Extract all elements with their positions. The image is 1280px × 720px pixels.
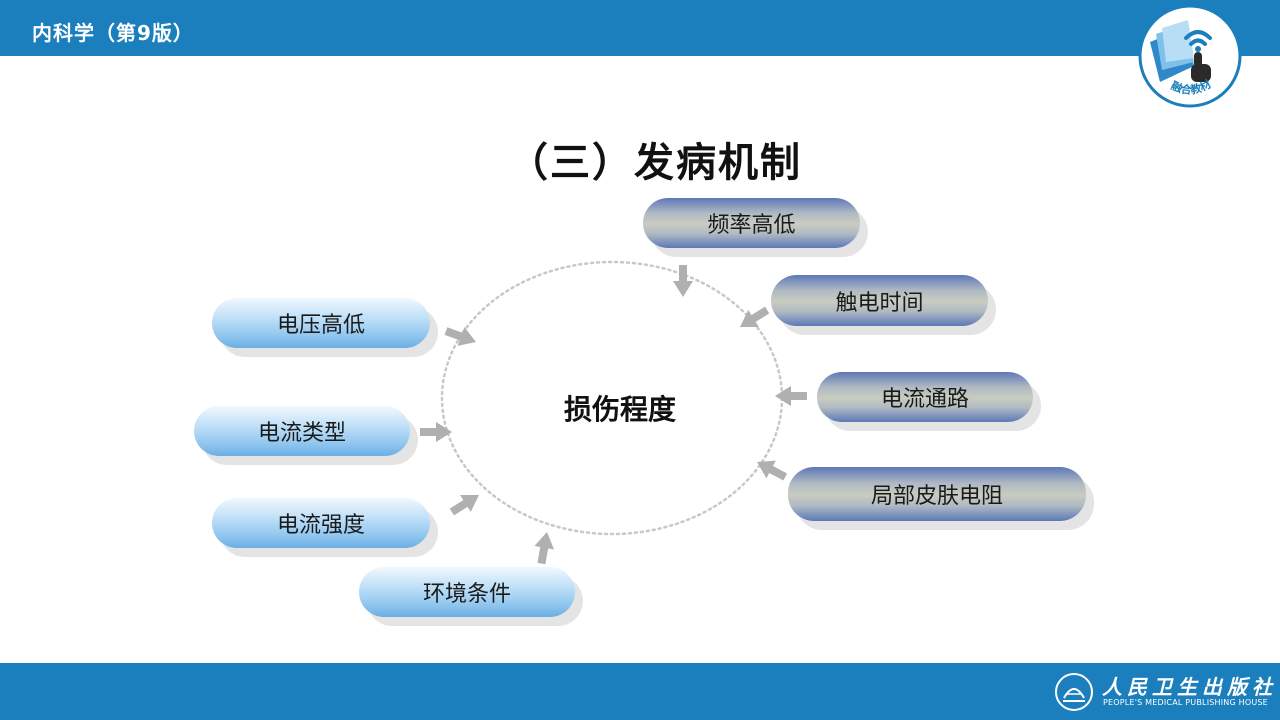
- slide-title: （三）发病机制: [508, 140, 802, 186]
- factor-pathway: 电流通路: [817, 372, 1033, 422]
- arrow-current-strength: [449, 494, 479, 516]
- arrow-voltage: [444, 327, 476, 346]
- book-title: 内科学（第9版）: [32, 21, 194, 45]
- factor-skin-resistance: 局部皮肤电阻: [788, 467, 1086, 521]
- factor-environment: 环境条件: [359, 567, 575, 617]
- factor-duration: 触电时间: [771, 275, 988, 326]
- arrow-current-type: [420, 422, 452, 442]
- arrow-skin-resistance: [757, 460, 788, 481]
- center-label: 损伤程度: [563, 393, 676, 426]
- publisher-name-en: PEOPLE'S MEDICAL PUBLISHING HOUSE: [1103, 698, 1268, 707]
- arrow-environment: [534, 532, 555, 565]
- book-pages-icon: [1150, 20, 1194, 82]
- header-bar: 内科学（第9版）: [0, 0, 1280, 56]
- factor-current-type: 电流类型: [194, 406, 410, 456]
- arrow-duration: [740, 306, 770, 328]
- arrow-pathway: [775, 386, 807, 406]
- fusion-textbook-badge: 融合教材: [1138, 4, 1242, 108]
- factor-current-strength: 电流强度: [212, 498, 430, 548]
- wifi-hand-icon: [1184, 30, 1212, 82]
- factor-voltage: 电压高低: [212, 298, 430, 348]
- footer-bar: [0, 663, 1280, 720]
- publisher-logo: [1055, 673, 1093, 711]
- publisher-name-cn: 人民卫生出版社: [1102, 675, 1277, 699]
- factor-frequency: 频率高低: [643, 198, 860, 248]
- arrow-frequency: [673, 265, 693, 297]
